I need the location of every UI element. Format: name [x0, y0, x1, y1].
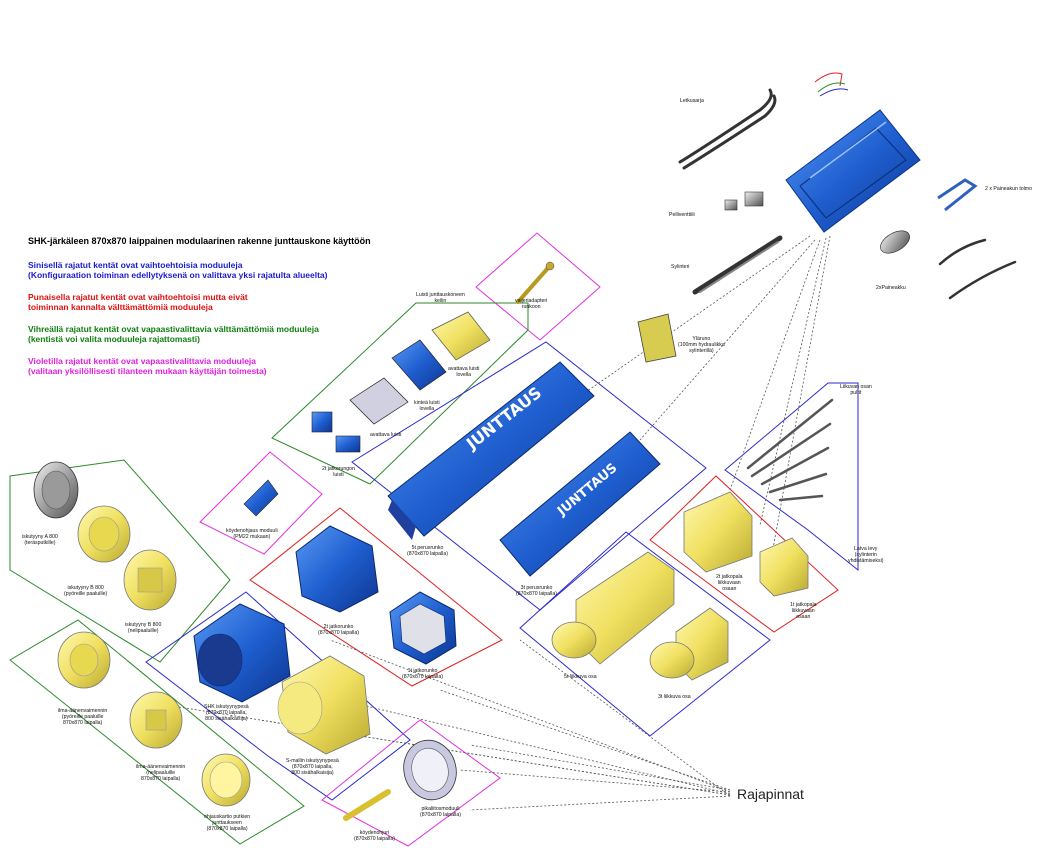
legend-green-line-1: Vihreällä rajatut kentät ovat vapaastiva…	[28, 324, 319, 334]
impact-cushion-b-square-icon	[123, 549, 177, 611]
slide-keilin-icon	[431, 311, 491, 361]
valve-icon	[724, 191, 764, 211]
frame-blue-iskutyynypesat	[145, 591, 411, 801]
frame-blue-liikkuvat-osat	[519, 531, 771, 737]
air-damper-square-icon	[129, 691, 183, 749]
label-iskutyyny-b-square: iskutyyny B 800(nelipaaluille)	[125, 622, 162, 635]
accumulator-hoses-icon	[938, 238, 1017, 300]
frame-violet-kaydenohjaus	[199, 451, 323, 555]
frame-red-jatkopalat	[649, 475, 839, 633]
frame-green-iskutyynyt	[9, 459, 231, 663]
slide-avattava-icon	[311, 411, 333, 433]
legend-title: SHK-järkäleen 870x870 laippainen modulaa…	[28, 236, 371, 246]
label-perusrunko-3t: 3t perusrunko(870x870 laipalla)	[516, 585, 557, 598]
label-iskutyyny-b-round: iskutyyny B 800(pyöreille paaluille)	[64, 585, 108, 598]
rope-adapter-icon	[516, 261, 555, 304]
accumulator-icon	[880, 230, 910, 254]
legend-red-line-2: toiminnan kannalta välttämättömiä moduul…	[28, 302, 213, 312]
label-pelliventtiili: Pelliventtiili	[669, 212, 695, 218]
s-model-cushion-housing-icon	[277, 655, 371, 755]
shk-cushion-housing-icon	[193, 603, 291, 703]
label-sylinteri: Sylinteri	[671, 264, 690, 270]
moving-part-5t-icon	[551, 551, 675, 665]
label-letkusarja: Letkusarja	[680, 98, 704, 104]
small-hose-sketch-icon	[814, 72, 849, 97]
hose-set-icon	[678, 88, 777, 170]
frame-violet-vaijeriadapteri	[475, 232, 601, 341]
accumulator-bracket-icon	[937, 178, 978, 212]
slide-kintea-icon	[349, 377, 409, 425]
impact-cushion-a-icon	[33, 461, 79, 519]
quick-connect-module-icon	[403, 739, 457, 801]
legend-blue-line-2: (Konfiguraation toiminan edellytyksenä o…	[28, 270, 328, 280]
frame-blue-liikuvan-osan-pultit	[724, 382, 859, 572]
slide-avattava-lovella-icon	[391, 339, 447, 391]
label-perusrunko-5t: 5t perusrunko(870x870 laipalla)	[407, 545, 448, 558]
label-shk-iskutyynypesa: SHK iskutyynypesä(870x870 laipalla,800 s…	[204, 704, 249, 723]
label-rajapinnat: Rajapinnat	[737, 786, 804, 802]
label-jatkorunko-1t: 1t jatkorunko(870x870 laipalla)	[402, 668, 443, 681]
extension-frame-1t-icon	[389, 591, 457, 665]
frame-blue-perusrungot	[351, 341, 707, 611]
label-liikkuva-3t: 3t liikkuva osa	[658, 694, 691, 700]
frame-violet-pikaliitos	[321, 719, 501, 847]
label-liikkuva-5t: 5t liikkuva osa	[564, 674, 597, 680]
rope-guide-icon	[343, 789, 391, 821]
label-s-mallin-iskutyynypesa: S-mallin iskutyynypesä(870x870 laipalla,…	[286, 758, 339, 777]
guide-cone-icon	[201, 753, 251, 807]
impact-cushion-b-round-icon	[77, 505, 131, 563]
frame-green-luistit	[271, 302, 529, 485]
label-paineakku: 2xPaineakku	[876, 285, 906, 291]
upper-frame-icon	[785, 109, 921, 233]
legend-red-line-1: Punaisella rajatut kentät ovat vaihtoeht…	[28, 292, 248, 302]
label-iskutyyny-a: iskutyyny A 800(teräsputkille)	[22, 534, 58, 547]
extension-piece-2t-icon	[683, 491, 753, 573]
frame-green-vaimentimet	[9, 619, 305, 845]
label-jatkorunko-2t: 2t jatkorunko(870x870 laipalla)	[318, 624, 359, 637]
cylinder-icon	[692, 235, 783, 295]
label-kaydenohjaus-moduuli: köydenohjaus moduuli(PM22 mukaan)	[226, 528, 278, 541]
label-pikaliitosmoduuli: pikaliitosmoduuli(870x870 laipalla)	[420, 806, 461, 819]
legend-green-line-2: (kentistä voi valita moduuleja rajattoma…	[28, 334, 200, 344]
legend-violet-line-2: (valitaan yksilöllisesti tilanteen mukaa…	[28, 366, 267, 376]
extension-frame-2t-icon	[295, 525, 379, 613]
extension-piece-1t-icon	[759, 537, 809, 597]
label-avattava-luisti: avattava luisti	[370, 432, 402, 438]
rope-guide-module-icon	[243, 479, 279, 517]
top-plate-ylarunko-icon	[637, 313, 677, 363]
legend: SHK-järkäleen 870x870 laippainen modulaa…	[28, 236, 448, 388]
legend-violet-line-1: Violetilla rajatut kentät ovat vapaastiv…	[28, 356, 257, 366]
moving-part-bolts-icon	[746, 398, 834, 502]
label-kaydenohjuri: köydenohjuri(870x870 laipalla)	[354, 830, 395, 843]
label-paineakun-tolmo: 2 x Paineakun tolmo	[985, 186, 1033, 192]
air-damper-round-icon	[57, 631, 111, 689]
legend-blue-line-1: Sinisellä rajatut kentät ovat vaihtoehto…	[28, 260, 243, 270]
slide-2t-jatkorunko-icon	[335, 435, 361, 453]
moving-part-3t-icon	[649, 607, 729, 681]
